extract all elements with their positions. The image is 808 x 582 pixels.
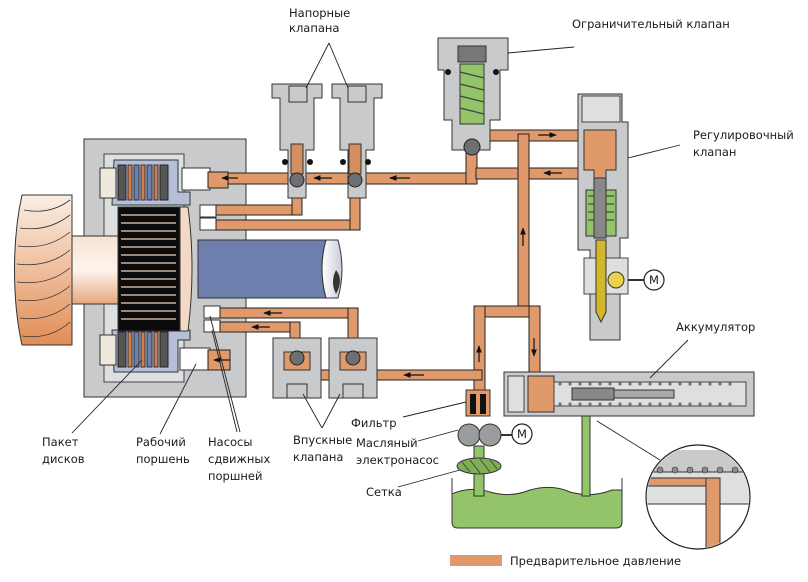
pipe-top-main <box>209 172 477 185</box>
gear-teeth <box>16 199 71 338</box>
label-disc-pack-2: дисков <box>42 452 85 466</box>
pipe-piston-upper <box>207 171 229 189</box>
label-oil-pump-2: электронасос <box>356 453 439 467</box>
filter <box>465 389 491 417</box>
pipe-slider-upper-1 <box>215 204 302 216</box>
label-filter: Фильтр <box>351 416 397 430</box>
label-inlet-valves-2: клапана <box>293 450 343 464</box>
limiting-valve <box>437 37 509 156</box>
regulating-valve <box>577 93 644 341</box>
flow-arrows <box>213 132 562 378</box>
legend-label-pre-pressure: Предварительное давление <box>510 554 681 568</box>
label-slider-pumps-3: поршней <box>208 469 262 483</box>
oil-pump-gear-left <box>457 423 481 447</box>
label-pressure-valves-2: клапана <box>289 21 339 35</box>
pump-motor-symbol: M <box>517 427 527 441</box>
label-oil-pump-1: Масляный <box>356 436 418 450</box>
label-strainer: Сетка <box>366 485 402 499</box>
disc-pack-upper <box>99 164 169 201</box>
oil-tank-fill <box>451 486 623 529</box>
regulator-motor: M <box>643 269 665 291</box>
input-shaft <box>71 235 123 305</box>
inlet-valve-2 <box>328 337 378 399</box>
label-working-piston-1: Рабочий <box>136 435 186 449</box>
disc-pack-lower <box>99 331 169 368</box>
label-regulating-valve-1: Регулировочный <box>693 128 794 142</box>
oil-supply: M <box>451 389 623 529</box>
inlet-valve-1 <box>272 337 322 399</box>
label-slider-pumps-2: сдвижных <box>208 452 270 466</box>
pressure-valve-2 <box>331 83 383 199</box>
label-disc-pack-1: Пакет <box>42 435 79 449</box>
label-working-piston-2: поршень <box>136 452 190 466</box>
slider-pump-upper-2 <box>199 217 217 231</box>
label-limiting-valve: Ограничительный клапан <box>572 17 730 31</box>
legend-swatch-pre-pressure <box>450 555 502 566</box>
detail-magnifier <box>596 420 751 550</box>
return-pipe <box>581 415 591 497</box>
hub-flange <box>179 206 193 332</box>
output-shaft-end <box>321 239 343 299</box>
working-piston-pump-upper <box>181 167 211 191</box>
clutch-hub <box>117 206 181 332</box>
pipe-slider-lower-1 <box>219 307 359 319</box>
pressure-valve-1 <box>271 83 323 199</box>
pump-motor <box>511 423 533 445</box>
label-pressure-valves-1: Напорные <box>289 6 350 20</box>
label-slider-pumps-1: Насосы <box>208 435 252 449</box>
accumulator <box>503 371 755 417</box>
label-regulating-valve-2: клапан <box>693 145 736 159</box>
legend: Предварительное давление <box>450 554 681 568</box>
output-shaft <box>197 239 327 299</box>
pipe-regulator-return <box>475 167 589 180</box>
oil-pump-gear-right <box>478 423 502 447</box>
label-inlet-valves-1: Впускные <box>293 433 352 447</box>
hub-splines <box>121 214 176 320</box>
labels: Напорные клапана Ограничительный клапан … <box>42 6 794 499</box>
motor-symbol: M <box>649 273 659 287</box>
slider-pump-lower-1 <box>203 305 221 319</box>
pipe-slider-upper-2 <box>215 219 359 231</box>
bevel-gear <box>14 194 73 346</box>
slider-pump-upper-1 <box>199 204 217 218</box>
output-shaft-cut <box>333 270 340 294</box>
pipe-vertical-supply <box>517 133 530 315</box>
label-accumulator: Аккумулятор <box>676 320 755 334</box>
